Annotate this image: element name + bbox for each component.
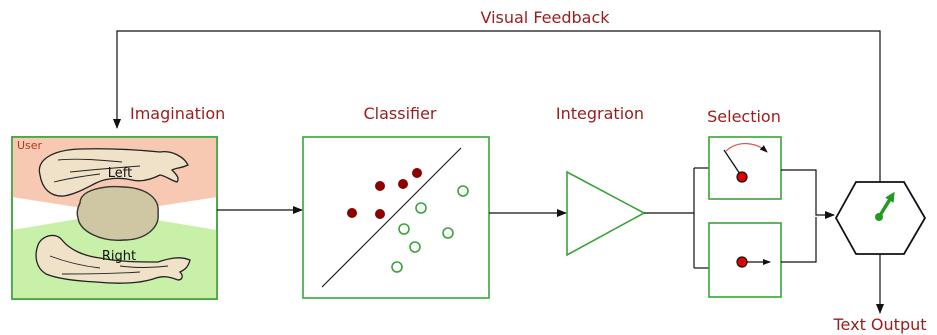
classifier-panel	[302, 136, 490, 299]
selector-dot	[736, 256, 748, 268]
user-label: User	[17, 139, 43, 152]
rotation-arrow	[725, 143, 768, 153]
output-dot	[875, 213, 883, 221]
output-label: Text Output	[832, 315, 926, 334]
right-label: Right	[102, 249, 136, 264]
feedback-label: Visual Feedback	[480, 8, 610, 27]
left-label: Left	[108, 166, 132, 181]
brain-icon	[76, 185, 159, 241]
data-point	[412, 168, 422, 178]
arm-icon	[35, 234, 191, 284]
data-point	[375, 181, 385, 191]
data-point	[415, 202, 427, 214]
data-point	[375, 209, 385, 219]
integration-label: Integration	[556, 104, 644, 123]
selector-dot	[736, 171, 748, 183]
data-point	[391, 261, 403, 273]
merge-connector	[781, 169, 835, 263]
class-b-points	[391, 185, 469, 273]
imagination-panel: User Left Right	[11, 136, 218, 300]
classifier-label: Classifier	[363, 104, 436, 123]
data-point	[347, 208, 357, 218]
imagination-label: Imagination	[130, 104, 225, 123]
data-point	[457, 185, 469, 197]
data-point	[398, 179, 408, 189]
data-point	[398, 223, 410, 235]
selection-option-left	[708, 136, 782, 200]
arm-icon	[38, 148, 189, 197]
feedback-loop	[113, 30, 881, 183]
selection-label: Selection	[707, 107, 781, 126]
data-point	[409, 241, 421, 253]
split-connector	[644, 167, 709, 269]
class-a-points	[347, 168, 422, 219]
decision-boundary	[321, 147, 462, 288]
data-point	[442, 227, 454, 239]
hexagon-icon	[834, 181, 927, 255]
triangle-icon	[566, 170, 646, 257]
selection-option-right	[708, 222, 782, 298]
output-needle	[877, 191, 895, 218]
